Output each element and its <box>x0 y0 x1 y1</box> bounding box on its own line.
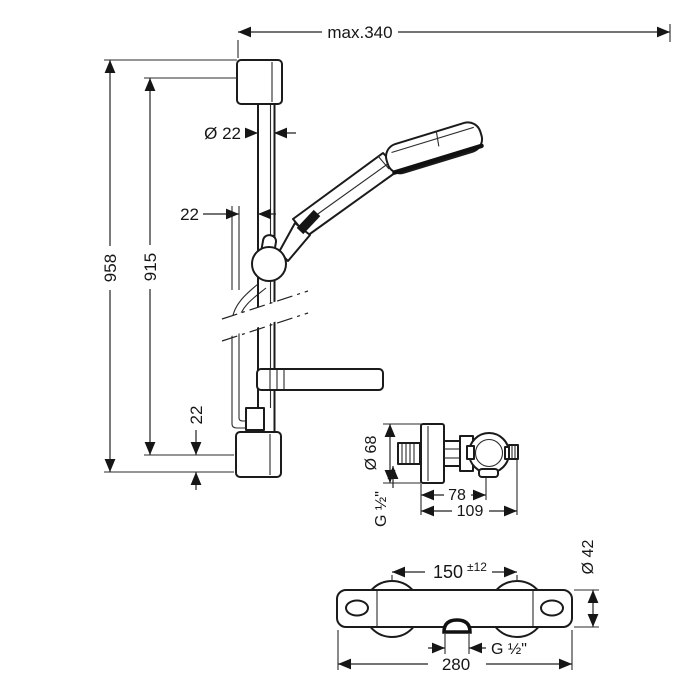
hex-nut <box>443 440 461 467</box>
left-handle <box>345 599 369 617</box>
dim-escutcheon-diameter: Ø 68 <box>363 436 380 471</box>
dim-connection-150: 150 <box>433 562 463 582</box>
top-bracket <box>236 59 283 105</box>
bottom-outlet <box>442 618 472 634</box>
soap-shelf <box>256 368 384 391</box>
spray-face <box>392 143 484 175</box>
dim-depth-109: 109 <box>457 503 484 520</box>
bottom-port <box>478 468 499 478</box>
dim-width-280: 280 <box>442 655 470 674</box>
outlet-nipple <box>508 444 519 460</box>
thermostat-side-view: Ø 68 G ½" 78 109 <box>363 423 519 527</box>
shower-hose <box>231 206 267 429</box>
dim-bottom-offset: 22 <box>187 406 206 425</box>
dim-rail-diameter: Ø 22 <box>204 124 241 143</box>
break-lines <box>221 290 309 342</box>
front-view-dimensions: 150 ±12 Ø 42 G ½" 280 <box>337 540 599 674</box>
rubber-ring <box>296 209 321 235</box>
thermostat-front-view: 150 ±12 Ø 42 G ½" 280 <box>336 540 599 674</box>
slider-holder <box>251 234 287 282</box>
inlet-nipple <box>397 442 421 465</box>
main-view-dimensions: max.340 Ø 22 22 958 915 22 <box>101 23 671 490</box>
shower-head <box>385 121 484 175</box>
escutcheon-disc <box>420 423 445 484</box>
dim-depth-78: 78 <box>448 487 466 504</box>
dim-rail-offset: 22 <box>180 205 199 224</box>
dim-thread-side: G ½" <box>373 491 390 527</box>
dim-total-height: 958 <box>101 254 120 282</box>
hand-shower <box>278 121 484 262</box>
dim-connection-tolerance: ±12 <box>467 560 487 574</box>
bottom-bracket <box>235 431 282 478</box>
shower-rail-view <box>221 59 484 478</box>
hose-connector <box>245 407 265 431</box>
dim-thread-bottom: G ½" <box>491 641 527 658</box>
right-handle <box>540 599 564 617</box>
dim-body-diameter: Ø 42 <box>580 540 597 575</box>
side-view-dimensions: Ø 68 G ½" 78 109 <box>363 423 518 527</box>
dim-bar-height: 915 <box>141 253 160 281</box>
dim-max-reach: max.340 <box>327 23 392 42</box>
